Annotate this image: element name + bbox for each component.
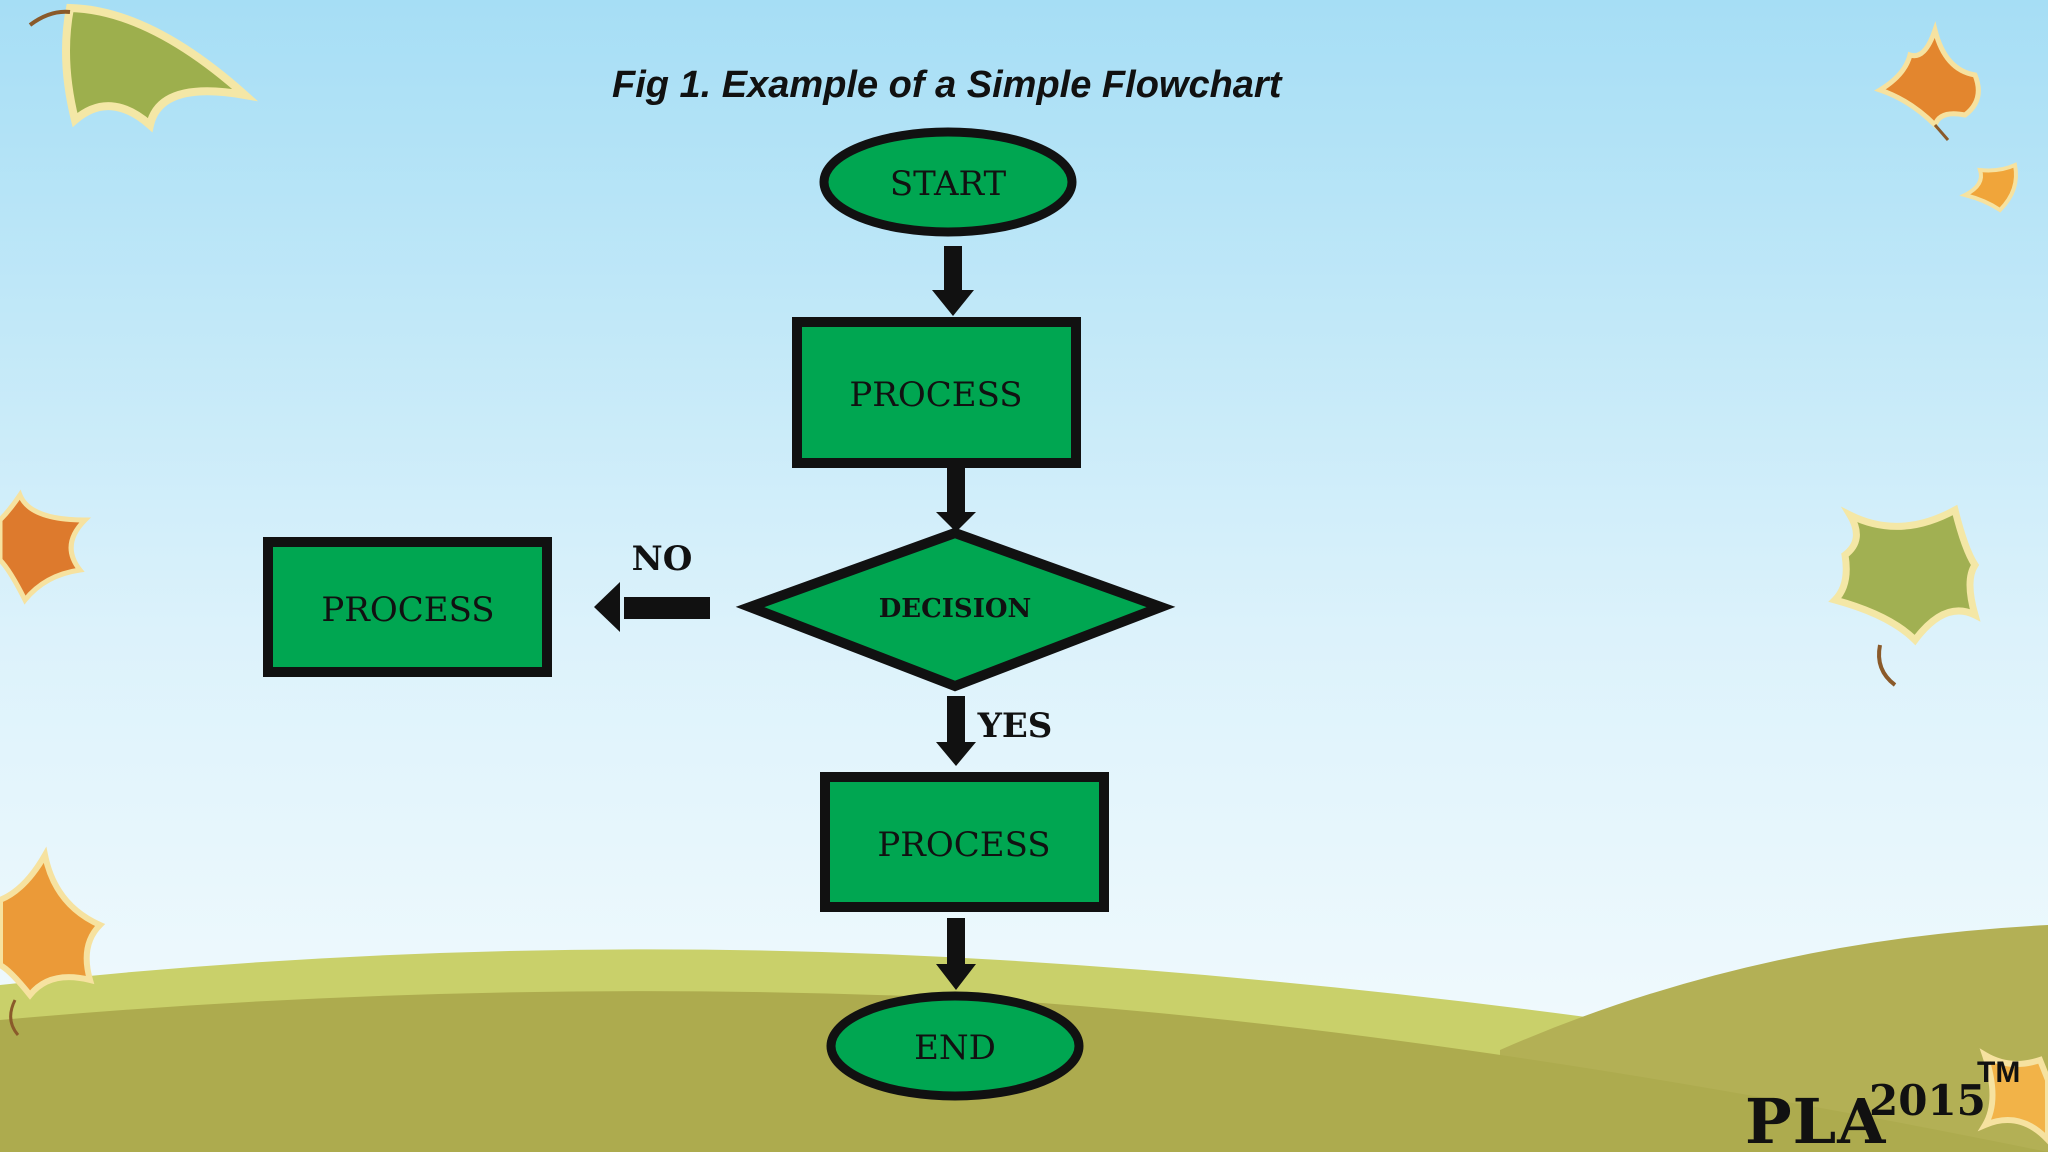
no-edge-label: NO bbox=[632, 539, 693, 579]
decision-label: DECISION bbox=[879, 594, 1032, 624]
trademark-mark: TM bbox=[1977, 1056, 2021, 1089]
start-label: START bbox=[890, 164, 1007, 204]
process-box-no: PROCESS bbox=[263, 537, 552, 677]
yes-edge-label: YES bbox=[977, 706, 1053, 746]
decision-diamond: DECISION bbox=[735, 527, 1176, 692]
pla-logo-text: PLA bbox=[1745, 1085, 1887, 1158]
process-no-label: PROCESS bbox=[321, 590, 494, 630]
start-terminal: START bbox=[819, 127, 1077, 237]
figure-title: Fig 1. Example of a Simple Flowchart bbox=[612, 64, 1282, 106]
process-box-yes: PROCESS bbox=[820, 772, 1109, 912]
process-1-label: PROCESS bbox=[849, 375, 1022, 415]
process-yes-label: PROCESS bbox=[877, 825, 1050, 865]
leaf-top-left bbox=[28, 3, 259, 133]
arrow-process-to-decision bbox=[936, 463, 976, 532]
leaf-bottom-right bbox=[1977, 1048, 2048, 1145]
arrow-decision-yes bbox=[936, 696, 976, 766]
end-terminal: END bbox=[826, 991, 1084, 1101]
leaf-right-middle bbox=[1828, 504, 1981, 687]
leaf-bottom-left bbox=[0, 846, 106, 1036]
leaf-top-right-large bbox=[1874, 21, 1981, 141]
pla-logo-year: 2015 bbox=[1869, 1076, 1986, 1125]
arrow-decision-no bbox=[594, 582, 710, 632]
leaf-left-middle bbox=[0, 489, 92, 605]
leaf-top-right-small bbox=[1959, 162, 2018, 213]
process-box-1: PROCESS bbox=[792, 317, 1081, 468]
end-label: END bbox=[914, 1028, 996, 1068]
pla-logo: PLA 2015 TM bbox=[1745, 1056, 2045, 1158]
arrow-process-to-end bbox=[936, 918, 976, 990]
arrow-start-to-process bbox=[932, 246, 974, 316]
